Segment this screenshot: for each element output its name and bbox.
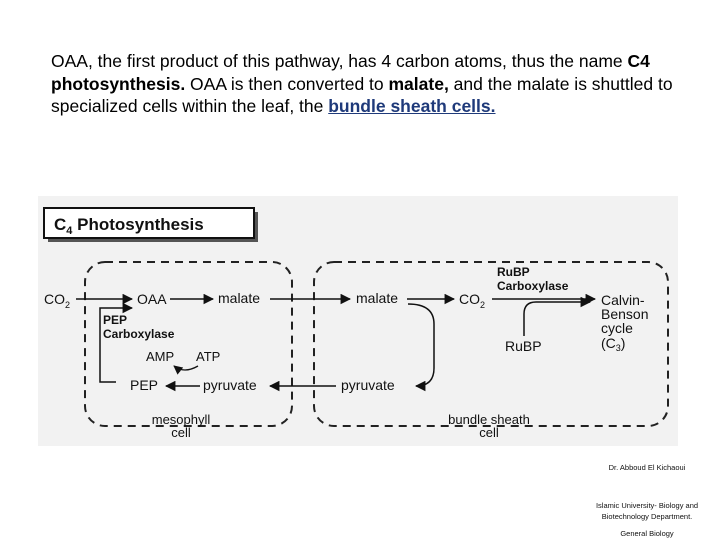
diagram-title: C4 Photosynthesis	[54, 215, 204, 237]
bundle-sheath-cell-outline	[313, 261, 669, 427]
intro-paragraph: OAA, the first product of this pathway, …	[51, 50, 701, 118]
credit-author: Dr. Abboud El Kichaoui	[608, 463, 686, 472]
pep-label: PEP	[130, 377, 158, 393]
para-bold-c4: C4 photosynthesis.	[51, 51, 650, 94]
para-text-3: and the malate is shuttled to specialize…	[51, 73, 673, 117]
mesophyll-cell-outline	[84, 261, 293, 427]
rubp-carboxylase-label-1: RuBP	[497, 265, 530, 279]
pep-carboxylase-label-1: PEP	[103, 313, 127, 327]
malate-mesophyll-label: malate	[218, 290, 260, 306]
co2-left-label: CO2	[44, 291, 70, 310]
arrow-rubp-into-cycle	[523, 296, 592, 336]
mesophyll-cell-label-2: cell	[171, 425, 191, 440]
co2-right-label: CO2	[459, 291, 485, 310]
atp-label: ATP	[196, 349, 220, 364]
mesophyll-cell-label-1: mesophyll	[152, 412, 211, 427]
bundle-sheath-cell-label-1: bundle sheath	[448, 412, 530, 427]
amp-label: AMP	[146, 349, 174, 364]
credit-affiliation: Islamic University- Biology and Biotechn…	[595, 501, 699, 521]
rubp-label: RuBP	[505, 338, 542, 354]
malate-bundle-label: malate	[356, 290, 398, 306]
para-text-1: OAA, the first product of this pathway, …	[51, 51, 628, 71]
calvin-label-1: Calvin-	[601, 292, 645, 308]
c4-diagram: C4 Photosynthesis CO2 OAA malate malate …	[38, 196, 678, 446]
calvin-label-3: cycle	[601, 320, 633, 336]
oaa-label: OAA	[137, 291, 167, 307]
calvin-label-2: Benson	[601, 306, 648, 322]
para-text-2: OAA is then converted to	[185, 73, 389, 94]
arrow-pep-to-oaa	[99, 302, 134, 383]
pep-carboxylase-label-2: Carboxylase	[103, 327, 175, 341]
pyruvate-bundle-label: pyruvate	[341, 377, 395, 393]
c4-diagram-svg: C4 Photosynthesis CO2 OAA malate malate …	[38, 196, 678, 446]
title-box	[43, 207, 255, 239]
bundle-sheath-link[interactable]: bundle sheath cells.	[328, 96, 496, 116]
arrow-malate-to-pyruvate	[407, 303, 435, 392]
para-bold-malate: malate,	[388, 73, 449, 94]
calvin-label-4: (C3)	[601, 335, 625, 353]
arrow-atp-to-amp	[173, 365, 199, 375]
pyruvate-mesophyll-label: pyruvate	[203, 377, 257, 393]
rubp-carboxylase-label-2: Carboxylase	[497, 279, 569, 293]
credit-course: General Biology	[620, 529, 674, 538]
bundle-sheath-cell-label-2: cell	[479, 425, 499, 440]
